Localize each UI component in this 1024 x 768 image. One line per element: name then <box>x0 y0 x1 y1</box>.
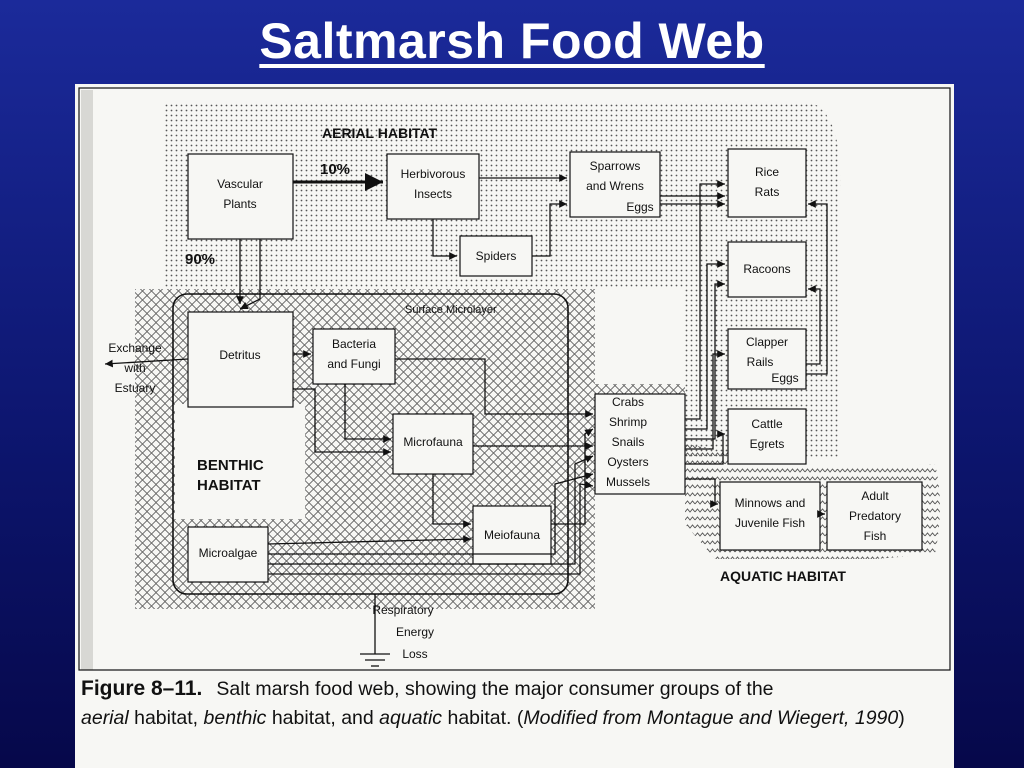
box-bacteria-fungi <box>312 328 396 385</box>
caption-aerial: aerial <box>81 707 129 729</box>
caption-text-2: habitat, <box>128 707 204 729</box>
box-consumers <box>594 393 686 495</box>
slide-title: Saltmarsh Food Web <box>259 13 765 69</box>
box-adult-fish <box>826 481 923 551</box>
node-cattle-egrets-1: Cattle <box>751 417 783 431</box>
node-cattle-egrets-2: Egrets <box>750 437 785 451</box>
node-mussels: Mussels <box>606 475 650 489</box>
box-vascular-plants <box>187 153 294 240</box>
node-minnows-2: Juvenile Fish <box>735 516 805 530</box>
box-herbivorous-insects <box>386 153 480 220</box>
label-exchange-3: Estuary <box>115 381 156 395</box>
node-vascular-plants-2: Plants <box>223 197 256 211</box>
node-sparrows-2: and Wrens <box>586 179 644 193</box>
node-sparrows-eggs: Eggs <box>626 200 653 214</box>
figure-frame <box>78 87 951 671</box>
node-adult-fish-2: Predatory <box>849 509 901 523</box>
box-racoons <box>727 241 807 298</box>
node-adult-fish-3: Fish <box>864 529 887 543</box>
node-vascular-plants-1: Vascular <box>217 177 263 191</box>
node-meiofauna: Meiofauna <box>484 528 540 542</box>
box-sparrows-wrens <box>569 151 661 218</box>
caption-text-3: habitat, and <box>266 707 380 729</box>
node-detritus: Detritus <box>219 348 260 362</box>
node-rails-eggs: Eggs <box>771 371 798 385</box>
respiration-lines <box>360 594 390 667</box>
label-10-percent: 10% <box>320 161 350 178</box>
caption-text-1: Salt marsh food web, showing the major c… <box>216 678 774 700</box>
node-crabs: Crabs <box>612 395 644 409</box>
label-respiratory-2: Energy <box>396 625 434 639</box>
benthic-habitat-label-1: BENTHIC <box>197 457 264 474</box>
caption-aquatic: aquatic <box>379 707 443 729</box>
label-exchange-2: with <box>123 361 145 375</box>
caption-benthic: benthic <box>203 707 267 729</box>
aerial-habitat-label: AERIAL HABITAT <box>322 125 438 141</box>
caption-text-5: ) <box>898 707 905 729</box>
node-sparrows-1: Sparrows <box>590 159 641 173</box>
benthic-interior <box>175 404 305 519</box>
figure-caption: Figure 8–11. Salt marsh food web, showing… <box>81 674 951 733</box>
node-minnows-1: Minnows and <box>735 496 806 510</box>
node-rice-rats-2: Rats <box>755 185 780 199</box>
node-clapper-rails-2: Rails <box>747 355 774 369</box>
node-herbivorous-2: Insects <box>414 187 452 201</box>
node-rice-rats-1: Rice <box>755 165 779 179</box>
caption-text-4: habitat. ( <box>442 707 524 729</box>
label-respiratory-1: Respiratory <box>372 603 433 617</box>
label-90-percent: 90% <box>185 251 215 268</box>
surface-microlayer-label: Surface Microlayer <box>405 304 497 316</box>
node-spiders: Spiders <box>476 249 517 263</box>
node-bacteria-1: Bacteria <box>332 337 376 351</box>
box-microalgae <box>187 526 269 583</box>
food-web-figure: AERIAL HABITAT Surface Microlayer BENTHI… <box>75 84 954 768</box>
node-adult-fish-1: Adult <box>861 489 889 503</box>
flow-arrows <box>104 173 828 575</box>
surface-microlayer-outline <box>172 293 569 595</box>
caption-figure-label: Figure 8–11. <box>81 677 203 700</box>
node-snails: Snails <box>612 435 645 449</box>
box-detritus <box>187 311 294 408</box>
food-web-diagram: AERIAL HABITAT Surface Microlayer BENTHI… <box>78 87 951 671</box>
label-respiratory-3: Loss <box>402 647 427 661</box>
node-microfauna: Microfauna <box>403 435 463 449</box>
box-clapper-rails <box>727 328 807 390</box>
aerial-habitat-area <box>163 102 841 459</box>
node-herbivorous-1: Herbivorous <box>401 167 466 181</box>
node-shrimp: Shrimp <box>609 415 647 429</box>
benthic-habitat-label-2: HABITAT <box>197 477 261 494</box>
node-oysters: Oysters <box>607 455 648 469</box>
caption-source: Modified from Montague and Wiegert, 1990 <box>523 707 899 729</box>
box-rice-rats <box>727 148 807 218</box>
box-microfauna <box>392 413 474 475</box>
node-clapper-rails-1: Clapper <box>746 335 788 349</box>
aquatic-habitat-label: AQUATIC HABITAT <box>720 568 846 584</box>
label-exchange-1: Exchange <box>108 341 162 355</box>
node-microalgae: Microalgae <box>199 546 258 560</box>
scan-margin <box>81 90 93 670</box>
box-spiders <box>459 235 533 277</box>
node-bacteria-2: and Fungi <box>327 357 380 371</box>
box-minnows <box>719 481 821 551</box>
node-racoons: Racoons <box>743 262 790 276</box>
box-cattle-egrets <box>727 408 807 465</box>
